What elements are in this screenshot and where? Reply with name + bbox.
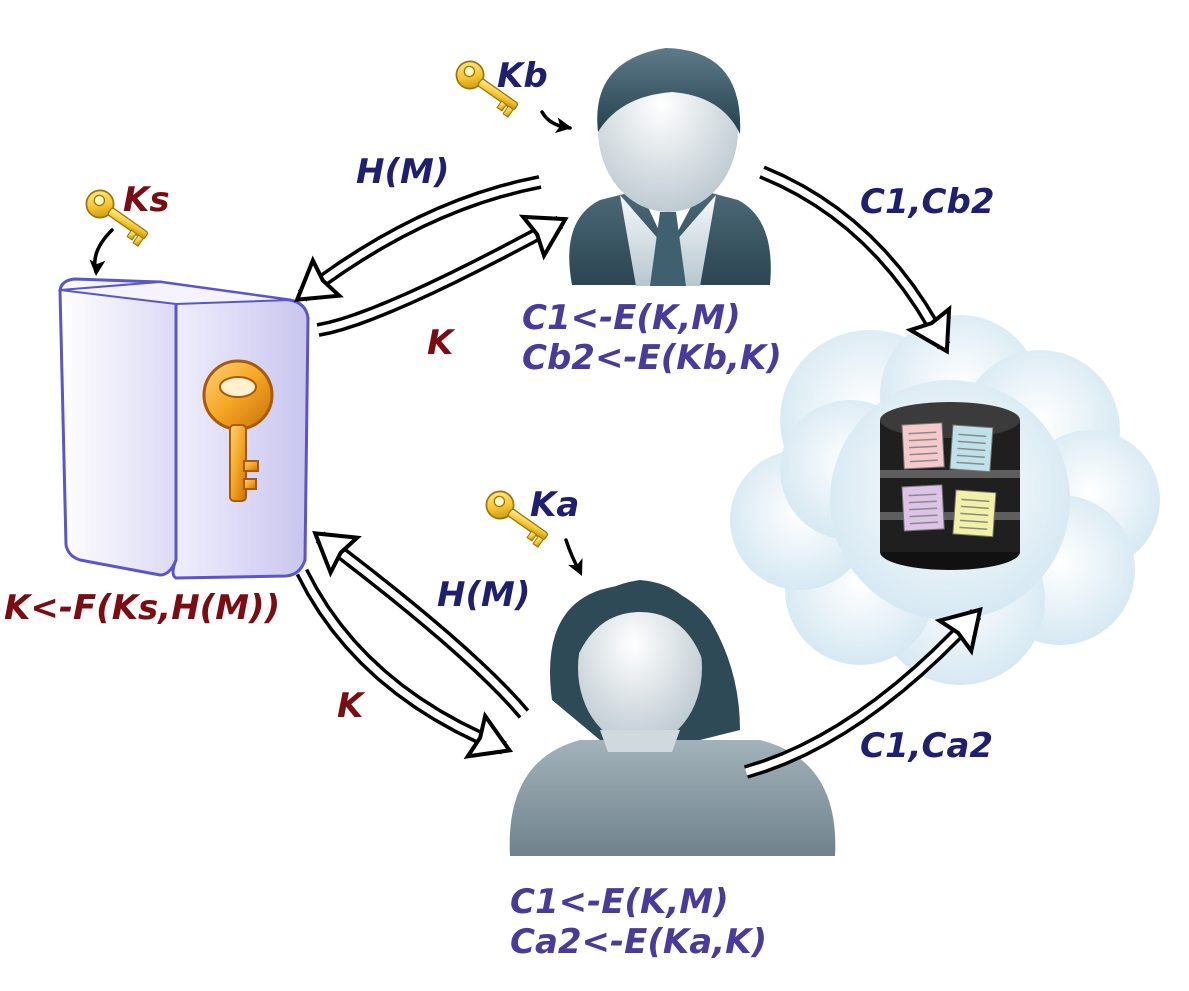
document-icon-4 xyxy=(952,489,997,538)
key-label-ks: Ks xyxy=(123,180,170,220)
key-icon-ka xyxy=(485,490,549,548)
key-icon-ks xyxy=(85,189,149,247)
female-user-icon xyxy=(509,580,836,856)
arrow-upload-a xyxy=(743,606,983,779)
equation-user-a: C1<-E(K,M) Ca2<-E(Ka,K) xyxy=(510,882,768,963)
pointer-head-ka xyxy=(567,558,583,576)
equation-server: K<-F(Ks,H(M)) xyxy=(4,588,281,628)
upload-label-a: C1,Ca2 xyxy=(860,726,994,766)
key-k-label-bottom: K xyxy=(337,686,364,726)
hash-label-top: H(M) xyxy=(356,152,450,192)
key-icon-kb xyxy=(455,60,519,118)
document-icon-3 xyxy=(901,484,945,532)
pointer-head-ks xyxy=(89,259,106,276)
server-key-icon xyxy=(202,359,274,502)
document-icon-2 xyxy=(949,424,994,473)
pointer-head-kb xyxy=(554,117,572,134)
arrow-hash-bottom xyxy=(312,531,530,719)
upload-label-b: C1,Cb2 xyxy=(860,182,995,222)
arrow-key-bottom xyxy=(295,568,514,759)
equation-user-b: C1<-E(K,M) Cb2<-E(Kb,K) xyxy=(522,298,782,379)
key-label-kb: Kb xyxy=(497,56,548,96)
male-user-icon xyxy=(569,48,771,286)
arrow-upload-b xyxy=(759,165,952,355)
arrow-key-top xyxy=(316,214,569,337)
key-server-icon xyxy=(58,277,310,580)
database-icon xyxy=(880,402,1020,570)
hash-label-bottom: H(M) xyxy=(437,575,531,615)
document-icon-1 xyxy=(901,422,945,470)
key-label-ka: Ka xyxy=(530,485,580,525)
arrow-hash-top xyxy=(294,175,542,302)
key-k-label-top: K xyxy=(427,323,454,363)
